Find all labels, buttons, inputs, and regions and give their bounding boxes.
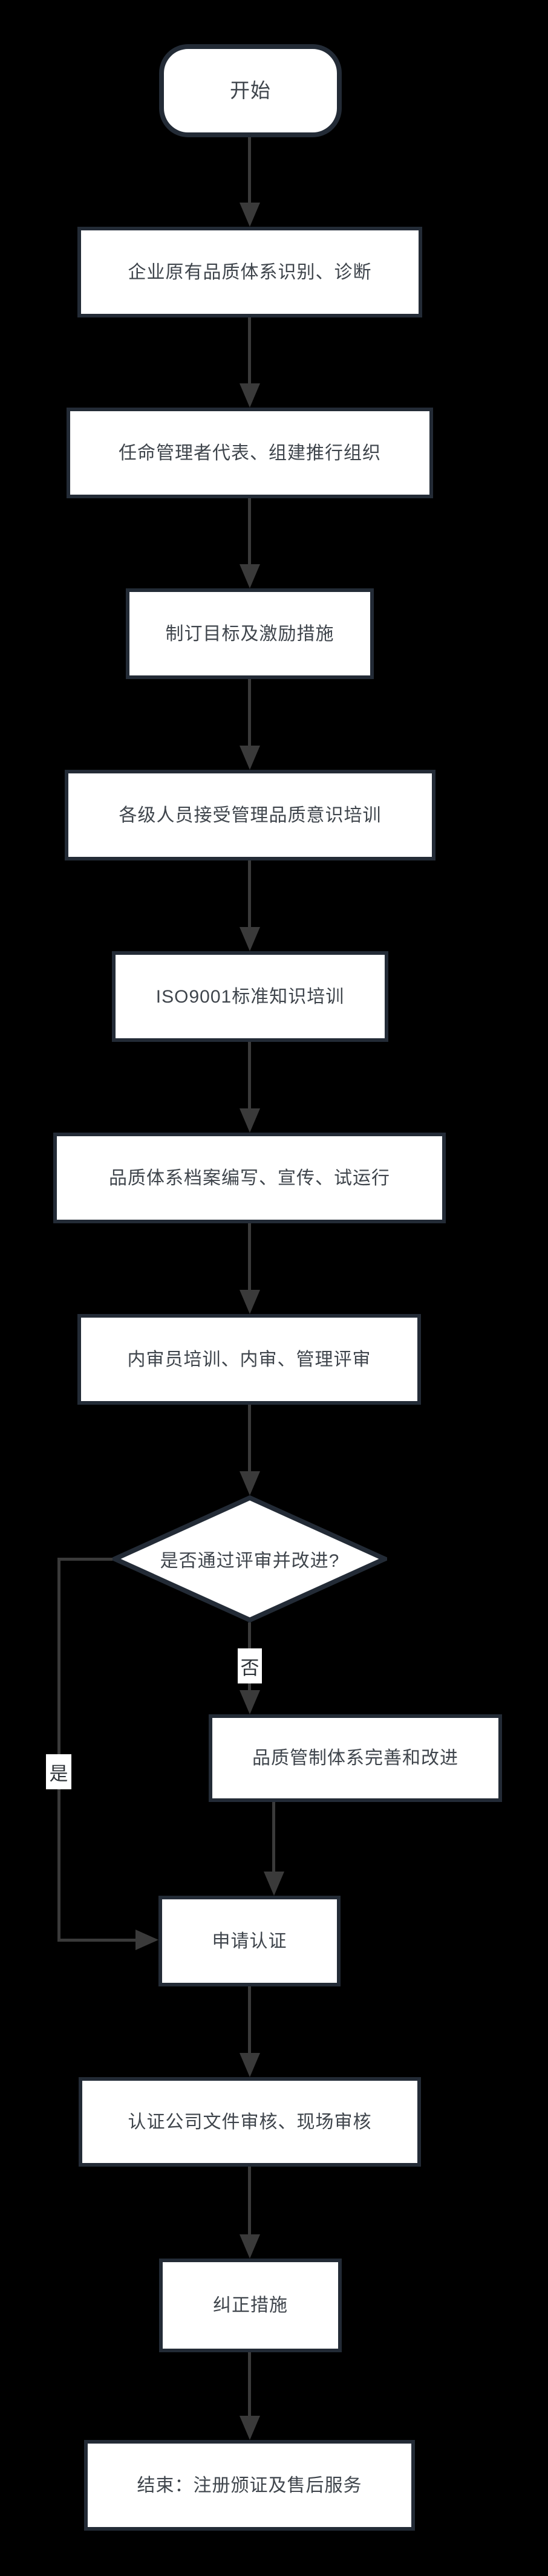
node-label: 企业原有品质体系识别、诊断 bbox=[128, 262, 372, 282]
process-node-appoint-representative: 任命管理者代表、组建推行组织 bbox=[67, 408, 433, 498]
node-label: 任命管理者代表、组建推行组织 bbox=[119, 443, 381, 463]
arrowhead-end bbox=[240, 2416, 260, 2440]
end-node: 结束：注册颁证及售后服务 bbox=[84, 2440, 415, 2531]
process-node-iso9001-training: ISO9001标准知识培训 bbox=[112, 951, 388, 1042]
node-label: 纠正措施 bbox=[213, 2295, 288, 2315]
node-label: 内审员培训、内审、管理评审 bbox=[127, 1349, 371, 1370]
connector-yes-vertical bbox=[57, 1558, 60, 1942]
arrowhead-n8 bbox=[240, 1690, 260, 1714]
connector-n9-to-n10 bbox=[248, 1986, 251, 2054]
process-node-set-goals: 制订目标及激励措施 bbox=[126, 588, 374, 679]
node-label: 申请认证 bbox=[212, 1931, 287, 1951]
process-node-awareness-training: 各级人员接受管理品质意识培训 bbox=[65, 770, 435, 860]
diamond-shape bbox=[113, 1495, 387, 1622]
process-node-identify-diagnose: 企业原有品质体系识别、诊断 bbox=[77, 227, 422, 317]
process-node-corrective-action: 纠正措施 bbox=[159, 2259, 342, 2352]
node-label: 各级人员接受管理品质意识培训 bbox=[119, 805, 382, 825]
edge-label-yes: 是 bbox=[46, 1754, 71, 1789]
arrowhead-n2 bbox=[240, 383, 260, 408]
connector-n4-to-n5 bbox=[248, 860, 251, 928]
connector-n3-to-n4 bbox=[248, 679, 251, 747]
connector-start-to-n1 bbox=[248, 137, 251, 204]
node-label: 认证公司文件审核、现场审核 bbox=[128, 2112, 372, 2132]
node-label: 制订目标及激励措施 bbox=[165, 623, 334, 644]
arrowhead-n9-left bbox=[135, 1930, 158, 1950]
connector-yes-horizontal-bottom bbox=[57, 1939, 137, 1942]
end-node-label: 结束：注册颁证及售后服务 bbox=[137, 2475, 362, 2496]
arrowhead-n4 bbox=[240, 746, 260, 770]
decision-node-pass-review: 是否通过评审并改进? bbox=[113, 1495, 387, 1622]
node-label: 品质体系档案编写、宣传、试运行 bbox=[109, 1168, 390, 1188]
edge-label-no: 否 bbox=[238, 1648, 262, 1683]
arrowhead-n7 bbox=[240, 1290, 260, 1314]
connector-n7-to-decision bbox=[248, 1405, 251, 1472]
process-node-system-improvement: 品质管制体系完善和改进 bbox=[209, 1714, 502, 1802]
node-label: 品质管制体系完善和改进 bbox=[252, 1748, 458, 1768]
connector-n11-to-end bbox=[248, 2352, 251, 2417]
process-node-apply-certification: 申请认证 bbox=[158, 1896, 341, 1986]
connector-n2-to-n3 bbox=[248, 498, 251, 565]
arrowhead-n5 bbox=[240, 927, 260, 951]
process-node-internal-audit: 内审员培训、内审、管理评审 bbox=[77, 1314, 421, 1405]
arrowhead-n1 bbox=[240, 203, 260, 227]
connector-n10-to-n11 bbox=[248, 2167, 251, 2236]
process-node-document-site-audit: 认证公司文件审核、现场审核 bbox=[79, 2077, 421, 2167]
decision-node-label: 是否通过评审并改进? bbox=[160, 1551, 340, 1571]
process-node-documentation-trial-run: 品质体系档案编写、宣传、试运行 bbox=[53, 1133, 446, 1223]
start-node: 开始 bbox=[159, 44, 342, 137]
connector-yes-horizontal-top bbox=[57, 1558, 113, 1561]
node-label: ISO9001标准知识培训 bbox=[155, 986, 345, 1007]
connector-n1-to-n2 bbox=[248, 317, 251, 385]
arrowhead-n11 bbox=[240, 2234, 260, 2259]
arrowhead-n9-top bbox=[264, 1872, 284, 1896]
start-node-label: 开始 bbox=[230, 79, 271, 102]
arrowhead-decision bbox=[240, 1471, 260, 1495]
connector-n6-to-n7 bbox=[248, 1223, 251, 1291]
arrowhead-n3 bbox=[240, 564, 260, 588]
connector-n5-to-n6 bbox=[248, 1042, 251, 1110]
arrowhead-n10 bbox=[240, 2053, 260, 2077]
arrowhead-n6 bbox=[240, 1108, 260, 1133]
connector-n8-to-n9 bbox=[272, 1802, 275, 1873]
